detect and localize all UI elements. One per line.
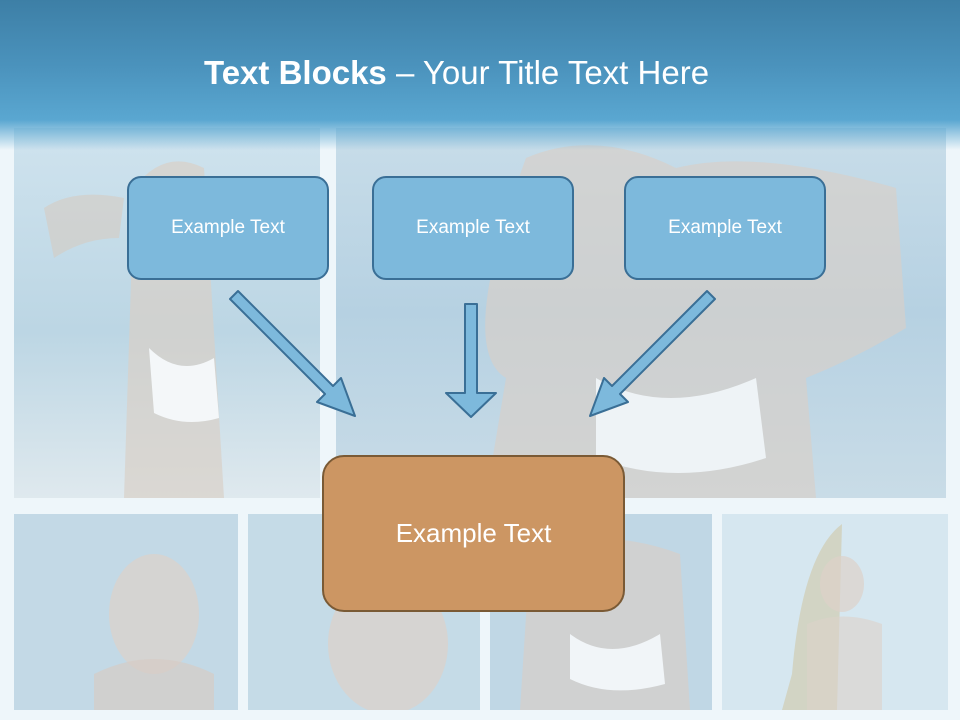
text-block-center[interactable]: Example Text [322, 455, 625, 612]
beach-photo-bottom-1 [14, 514, 238, 710]
text-block-center-label: Example Text [395, 518, 552, 548]
title-dash: – [386, 54, 423, 91]
beach-photo-bottom-4 [722, 514, 948, 710]
arrow-down-icon [445, 303, 497, 418]
arrow-down-left-icon [589, 290, 716, 417]
text-block-top-center[interactable]: Example Text [372, 176, 574, 280]
title-rest-text: Your Title Text Here [422, 54, 710, 91]
text-block-top-left[interactable]: Example Text [127, 176, 329, 280]
title-bar [0, 0, 960, 150]
text-block-top-center-label: Example Text [416, 217, 530, 238]
text-block-top-right-label: Example Text [668, 217, 782, 238]
arrow-down-right-icon [229, 290, 356, 417]
text-block-top-right[interactable]: Example Text [624, 176, 826, 280]
text-block-top-left-label: Example Text [171, 217, 285, 238]
slide-title: Text Blocks – Your Title Text Here [204, 54, 709, 92]
title-bold-text: Text Blocks [204, 54, 387, 91]
